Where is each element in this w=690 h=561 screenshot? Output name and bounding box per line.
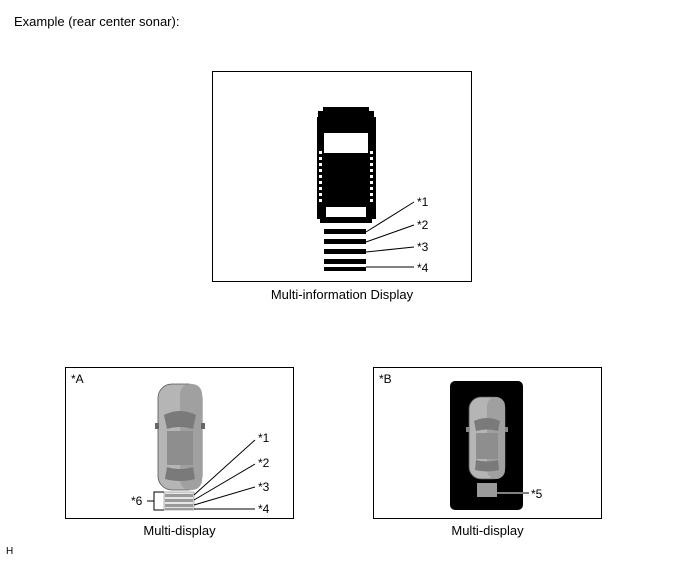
panel-a-callout-3: *3 — [258, 480, 270, 494]
panel-a-caption: Multi-display — [143, 523, 216, 538]
panel-a-callout-2: *2 — [258, 456, 270, 470]
mid-callout-3: *3 — [417, 240, 429, 254]
car-top-view-icon — [466, 396, 508, 480]
car-top-view-icon — [155, 383, 205, 491]
mid-car-diagram: *1 *2 *3 *4 — [317, 107, 429, 275]
sonar-indicator-bars — [324, 229, 366, 271]
panel-a-diagram: *A *6 *1 *2 *3 *4 — [71, 372, 270, 516]
panel-b-tag: *B — [379, 372, 392, 386]
mid-callout-1: *1 — [417, 195, 429, 209]
figure-code: H — [6, 546, 14, 557]
panel-a-callout-6: *6 — [131, 494, 143, 508]
panel-b-diagram: *B *5 — [379, 372, 543, 510]
mid-callout-2: *2 — [417, 218, 429, 232]
car-top-view-icon — [317, 107, 376, 223]
sonar-indicator-bars — [163, 491, 195, 511]
mid-callout-4: *4 — [417, 261, 429, 275]
panel-a-callout-4: *4 — [258, 502, 270, 516]
panel-b-caption: Multi-display — [451, 523, 524, 538]
panel-a-tag: *A — [71, 372, 84, 386]
mid-caption: Multi-information Display — [270, 287, 414, 302]
panel-a-callout-1: *1 — [258, 431, 270, 445]
panel-b-callout-5: *5 — [531, 487, 543, 501]
page-heading: Example (rear center sonar): — [14, 14, 180, 29]
bracket — [147, 491, 164, 511]
sonar-detection-area — [477, 483, 497, 497]
